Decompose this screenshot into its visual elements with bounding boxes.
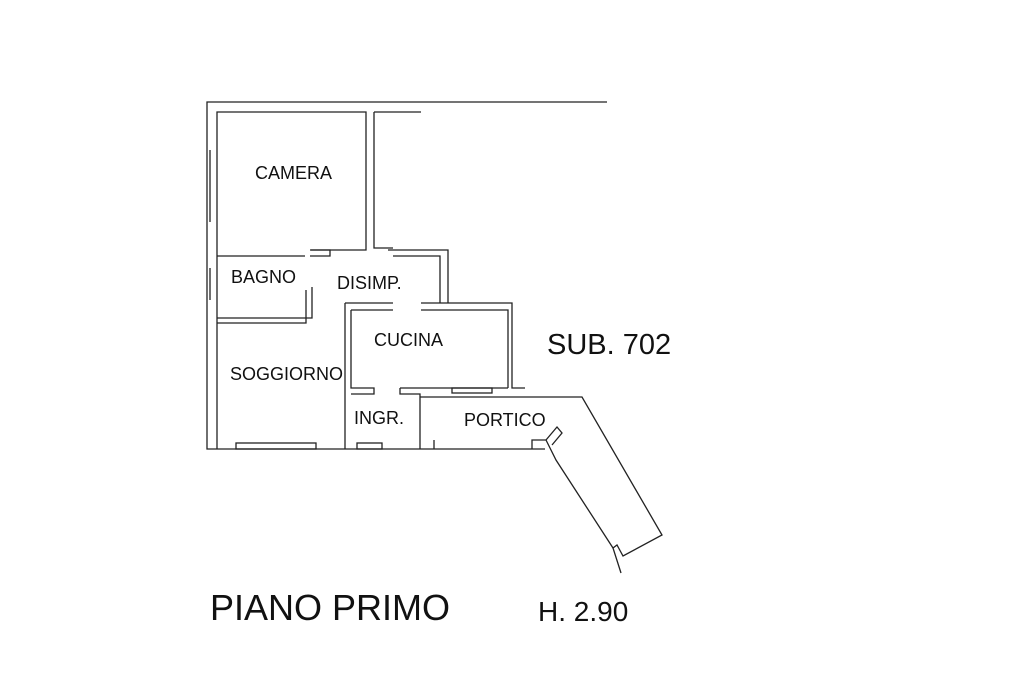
bagno-walls [217,249,331,324]
room-label-ingresso: INGR. [354,408,405,428]
room-label-disimpegno: DISIMP. [337,273,402,293]
room-label-cucina: CUCINA [374,330,444,350]
room-label-soggiorno: SOGGIORNO [230,364,344,384]
disimpegno-walls [388,249,449,303]
unit-label: SUB. 702 [547,329,672,361]
floor-label: PIANO PRIMO [210,587,451,628]
ground-windows [235,440,435,450]
portico-outline [420,396,663,574]
height-label: H. 2.90 [538,596,629,627]
room-label-portico: PORTICO [464,410,546,430]
room-label-bagno: BAGNO [231,267,297,287]
cucina-walls [344,302,525,449]
room-label-camera: CAMERA [255,163,333,183]
